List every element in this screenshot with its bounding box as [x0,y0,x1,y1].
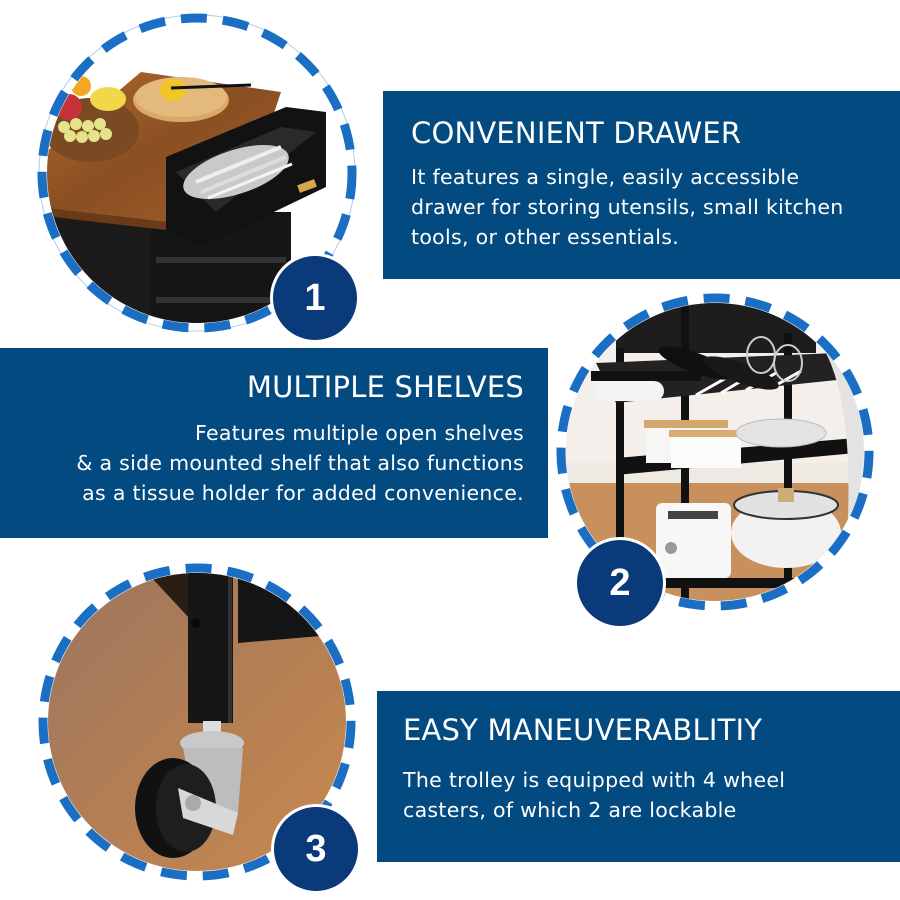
feature-2-description: Features multiple open shelves & a side … [76,421,524,505]
feature-1-title: CONVENIENT DRAWER [411,116,742,150]
feature-1-number-badge: 1 [270,253,360,343]
feature-3-number-badge: 3 [271,804,361,894]
feature-1-description: It features a single, easily accessible … [411,165,844,249]
feature-2-panel: MULTIPLE SHELVES Features multiple open … [0,348,548,538]
feature-2-title: MULTIPLE SHELVES [246,370,524,404]
feature-3-photo [38,563,356,881]
feature-2-number: 2 [609,561,631,604]
feature-2-number-badge: 2 [574,537,666,629]
feature-1-panel: CONVENIENT DRAWER It features a single, … [383,91,900,279]
feature-3-panel: EASY MANEUVERABLITIY The trolley is equi… [377,691,900,862]
feature-1-number: 1 [304,276,326,319]
feature-3-description: The trolley is equipped with 4 wheel cas… [403,768,786,822]
feature-3-number: 3 [305,827,327,870]
feature-3-title: EASY MANEUVERABLITIY [403,713,763,747]
feature-1-photo [36,12,358,334]
